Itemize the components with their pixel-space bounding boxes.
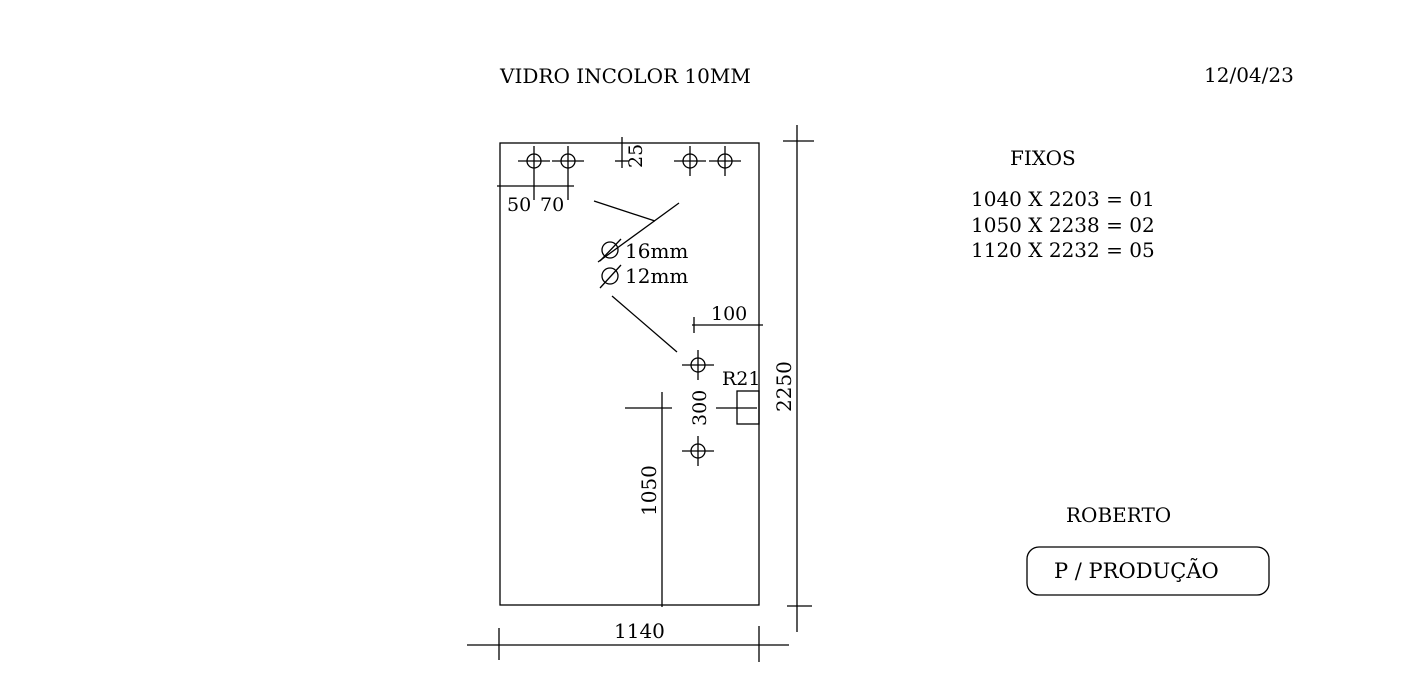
diameter-icon xyxy=(599,238,622,262)
left-offset-dimension-2: 70 xyxy=(540,194,564,216)
drawing-date: 12/04/23 xyxy=(1204,63,1294,87)
hole-spacing-dimension: 300 xyxy=(689,390,711,426)
hole-marker xyxy=(709,146,741,176)
production-stamp: P / PRODUÇÃO xyxy=(1054,559,1219,583)
glass-panel-outline xyxy=(499,142,760,606)
hole-marker xyxy=(518,146,550,176)
hole-marker xyxy=(674,146,706,176)
edge-offset-dimension: 100 xyxy=(711,303,747,325)
height-dimension: 2250 xyxy=(772,361,796,412)
author-name: ROBERTO xyxy=(1066,503,1171,527)
leader-line xyxy=(593,200,656,222)
fixos-title: FIXOS xyxy=(1010,146,1076,170)
fixos-item: 1050 X 2238 = 02 xyxy=(971,213,1155,237)
handle-height-dimension: 1050 xyxy=(637,465,661,516)
hole-diameter-12: 12mm xyxy=(625,264,688,288)
left-offset-dimension-1: 50 xyxy=(507,194,531,216)
hole-marker xyxy=(682,350,714,380)
fixos-item: 1120 X 2232 = 05 xyxy=(971,238,1155,262)
production-stamp-box xyxy=(1026,546,1270,596)
leader-line xyxy=(597,202,680,263)
top-holes xyxy=(518,146,741,176)
radius-dimension: R21 xyxy=(722,368,760,390)
hole-diameter-16: 16mm xyxy=(625,239,688,263)
fixos-item: 1040 X 2203 = 01 xyxy=(971,187,1155,211)
hole-marker xyxy=(552,146,584,176)
drawing-title: VIDRO INCOLOR 10MM xyxy=(499,64,751,88)
leader-line xyxy=(611,295,678,353)
top-offset-dimension: 25 xyxy=(625,144,647,168)
diameter-icon xyxy=(599,264,622,289)
hole-marker xyxy=(682,436,714,466)
width-dimension: 1140 xyxy=(614,619,665,643)
